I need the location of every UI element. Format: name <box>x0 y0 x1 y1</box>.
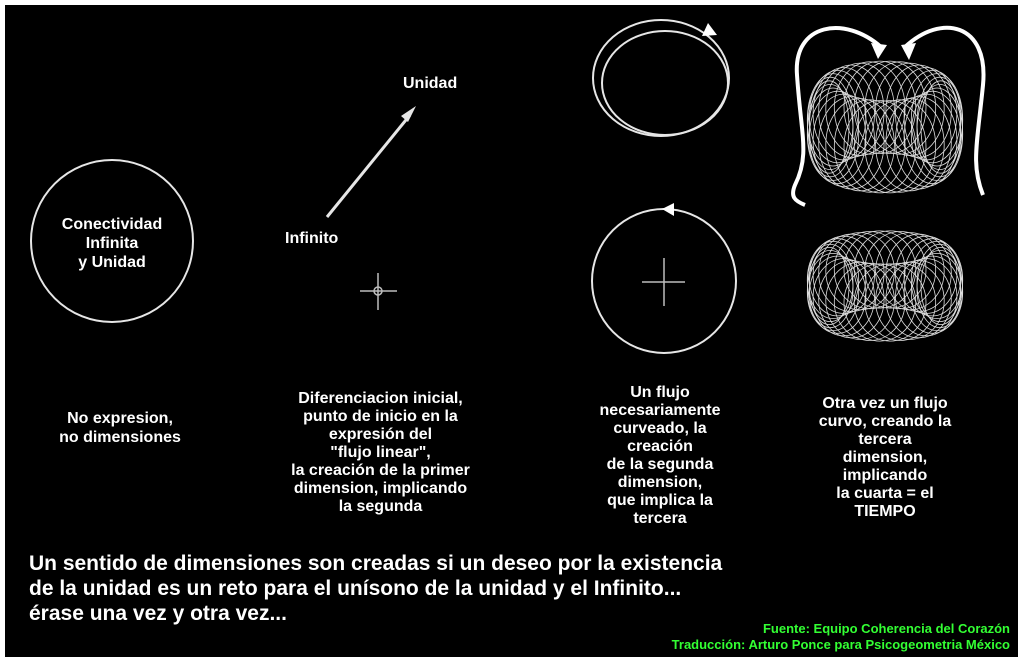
torus-ring <box>808 69 867 164</box>
infinito-label: Infinito <box>285 230 339 247</box>
summary-line-3: érase una vez y otra vez... <box>29 602 287 625</box>
torus-ring <box>920 246 961 325</box>
torus-ring <box>916 243 963 322</box>
torus-ring <box>920 80 961 174</box>
arrowhead <box>401 106 416 122</box>
torus-ring <box>806 240 860 319</box>
torus-top <box>806 60 964 194</box>
credit-translation: Traducción: Arturo Ponce para Psicogeome… <box>671 637 1010 652</box>
linear-flow-arrow <box>325 114 412 218</box>
diagram-canvas: Conectividad Infinita y Unidad Unidad In… <box>5 5 1018 657</box>
torus-ring <box>843 230 917 309</box>
flow-circle-cross <box>642 258 685 306</box>
spiral-arrowhead <box>702 23 717 36</box>
torus-bottom <box>806 230 964 342</box>
flow-circle-arrowhead <box>662 203 674 216</box>
torus-ring <box>903 238 962 317</box>
origin-crosshair <box>360 273 397 310</box>
torus-ring <box>809 246 850 325</box>
torus-ring <box>910 252 964 331</box>
unity-circle <box>30 159 194 323</box>
torus-ring <box>808 238 867 317</box>
torus-ring <box>910 87 964 181</box>
torus-ring <box>853 60 927 154</box>
torus-arrowhead-left <box>871 43 887 59</box>
torus-ring <box>864 262 937 341</box>
torus-ring <box>916 76 963 170</box>
torus-arrowhead-right <box>901 43 916 60</box>
caption-linear-flow: Diferenciacion inicial, punto de inicio … <box>291 390 470 515</box>
unidad-label: Unidad <box>403 75 458 92</box>
caption-no-dimensions: No expresion, no dimensiones <box>59 410 181 446</box>
torus-ring <box>818 233 885 312</box>
credit-source: Fuente: Equipo Coherencia del Corazón <box>762 621 1010 636</box>
circle-label: Conectividad Infinita y Unidad <box>61 216 163 271</box>
torus-ring <box>903 69 962 164</box>
torus-ring <box>833 231 906 310</box>
diagram-graphics <box>30 19 986 354</box>
torus-ring <box>864 99 937 193</box>
torus-ring <box>833 61 906 155</box>
torus-top-flow-arrows <box>791 25 986 207</box>
torus-ring <box>843 60 917 154</box>
torus-ring <box>812 235 875 314</box>
caption-time: Otra vez un flujo curvo, creando la terc… <box>818 395 952 520</box>
torus-ring <box>818 64 885 158</box>
torus-ring <box>809 80 850 174</box>
summary-line-1: Un sentido de dimensiones son creadas si… <box>29 552 723 575</box>
torus-ring <box>812 67 875 161</box>
torus-ring <box>853 230 927 309</box>
caption-curved-flow: Un flujo necesariamente curveado, la cre… <box>599 384 721 527</box>
spiral-loop <box>592 19 730 137</box>
summary-line-2: de la unidad es un reto para el unísono … <box>29 577 682 600</box>
torus-ring <box>806 73 860 167</box>
